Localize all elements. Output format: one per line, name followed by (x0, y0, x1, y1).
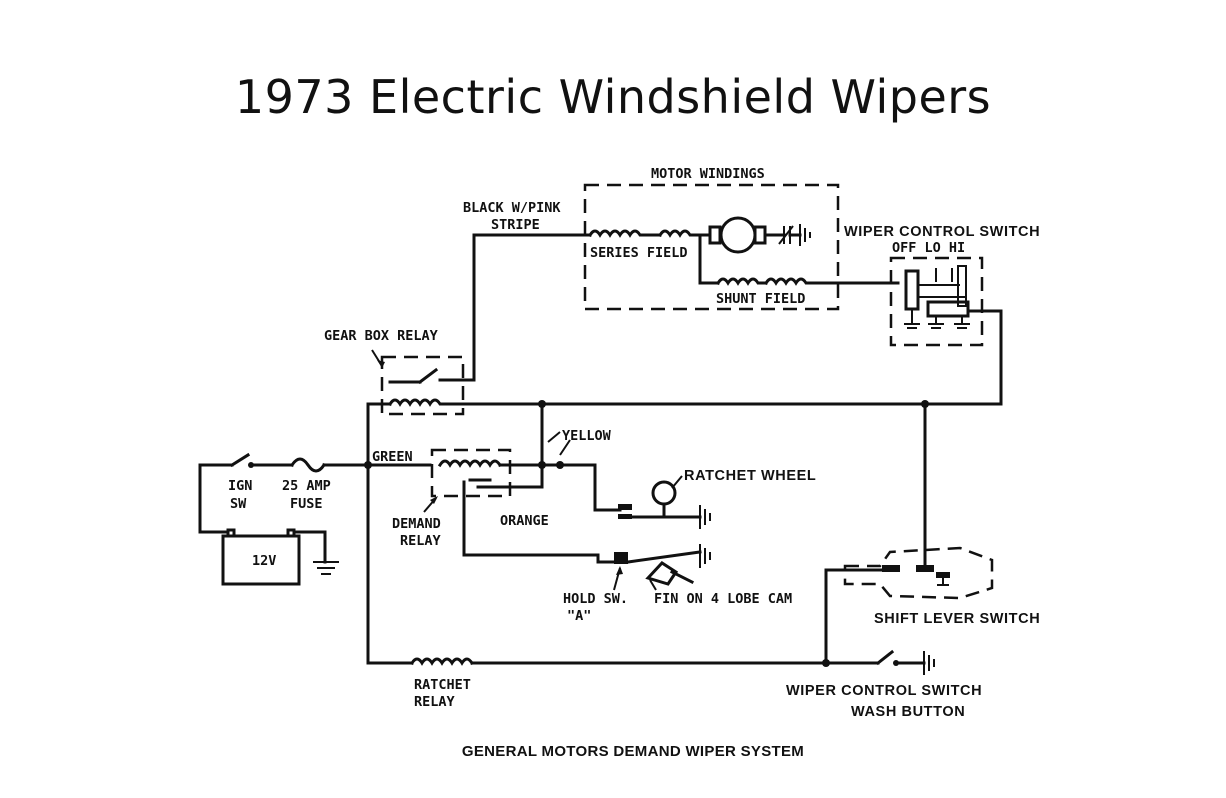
demand-relay-label-1: DEMAND (392, 516, 441, 532)
gear-box-relay-label: GEAR BOX RELAY (324, 328, 439, 344)
shunt-field-coil: SHUNT FIELD (698, 233, 900, 307)
demand-relay: DEMAND RELAY ORANGE YELLOW (392, 402, 612, 557)
wash-button-label-2: WASH BUTTON (851, 704, 965, 720)
black-wire-label-2: STRIPE (491, 217, 540, 233)
fin-cam-label: FIN ON 4 LOBE CAM (654, 591, 792, 607)
black-wire-label-1: BLACK W/PINK (463, 200, 561, 216)
series-field-coil: SERIES FIELD (587, 229, 702, 261)
shift-lever-switch-label: SHIFT LEVER SWITCH (874, 611, 1040, 627)
ratchet-relay: RATCHET RELAY (366, 657, 880, 710)
fuse-label-2: FUSE (290, 496, 323, 512)
switch-positions-label: OFF LO HI (892, 240, 965, 256)
page-title: 1973 Electric Windshield Wipers (234, 70, 992, 124)
wash-button-label-1: WIPER CONTROL SWITCH (786, 683, 982, 699)
orange-wire-label: ORANGE (500, 513, 549, 529)
ign-label-1: IGN (228, 478, 252, 494)
ratchet-relay-label-2: RELAY (414, 694, 456, 710)
motor-windings-label: MOTOR WINDINGS (651, 166, 765, 182)
black-pink-wire: BLACK W/PINK STRIPE (460, 200, 592, 382)
hold-switch-label-2: "A" (567, 608, 591, 624)
diagram-caption: GENERAL MOTORS DEMAND WIPER SYSTEM (461, 743, 805, 760)
shift-lever-switch: SHIFT LEVER SWITCH (824, 402, 1040, 665)
circuit-breaker-ground-icon (778, 224, 811, 246)
hold-switch: HOLD SW. "A" FIN ON 4 LOBE CAM (563, 544, 792, 624)
ignition-fuse-battery: IGN SW 25 AMP FUSE GREEN 12V (198, 449, 432, 586)
yellow-wire-label: YELLOW (562, 428, 612, 444)
ratchet-wheel-label: RATCHET WHEEL (684, 468, 816, 484)
ratchet-wheel: RATCHET WHEEL (593, 463, 816, 529)
battery-label: 12V (252, 553, 276, 569)
ratchet-relay-label-1: RATCHET (414, 677, 471, 693)
wiper-control-switch: WIPER CONTROL SWITCH OFF LO HI (844, 224, 1040, 406)
fuse-label-1: 25 AMP (282, 478, 331, 494)
wash-button: WIPER CONTROL SWITCH WASH BUTTON (786, 649, 982, 720)
demand-relay-label-2: RELAY (400, 533, 442, 549)
series-field-label: SERIES FIELD (590, 245, 688, 261)
motor-windings-box: MOTOR WINDINGS (583, 166, 840, 311)
wiper-control-switch-label: WIPER CONTROL SWITCH (844, 224, 1040, 240)
motor-armature-icon (698, 216, 786, 254)
ign-label-2: SW (230, 496, 247, 512)
green-wire-label: GREEN (372, 449, 413, 465)
gear-box-relay: GEAR BOX RELAY (324, 328, 465, 416)
shunt-field-label: SHUNT FIELD (716, 291, 805, 307)
hold-switch-label-1: HOLD SW. (563, 591, 628, 607)
main-bus-wire (366, 400, 1003, 408)
